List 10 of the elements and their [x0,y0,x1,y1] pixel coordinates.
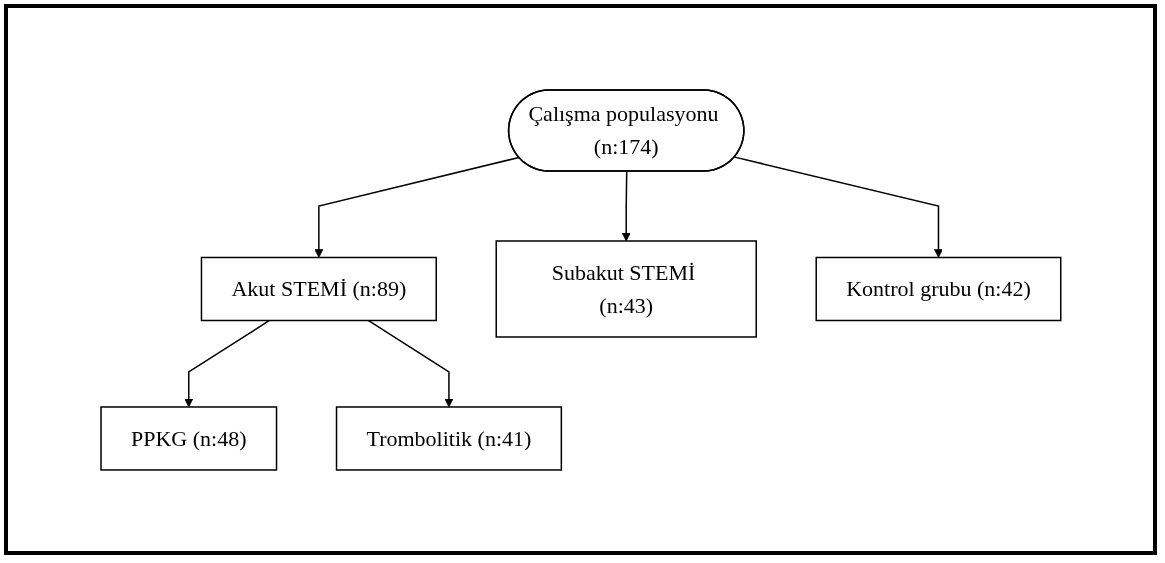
node-box [815,256,1062,321]
arrow [184,319,270,407]
arrow [367,319,453,407]
arrow [733,155,943,258]
arrow [621,170,631,241]
node-box [495,239,757,338]
node-box [335,405,562,471]
node-box [200,256,437,321]
diagram-frame: Çalışma populasyonu (n:174) Akut STEMİ (n:89) Subakut STEMİ (n:43) Kontrol grubu (n:42) PPKG (n:48) Trombolitik (n:41) [4,4,1157,555]
node-box [99,405,277,471]
